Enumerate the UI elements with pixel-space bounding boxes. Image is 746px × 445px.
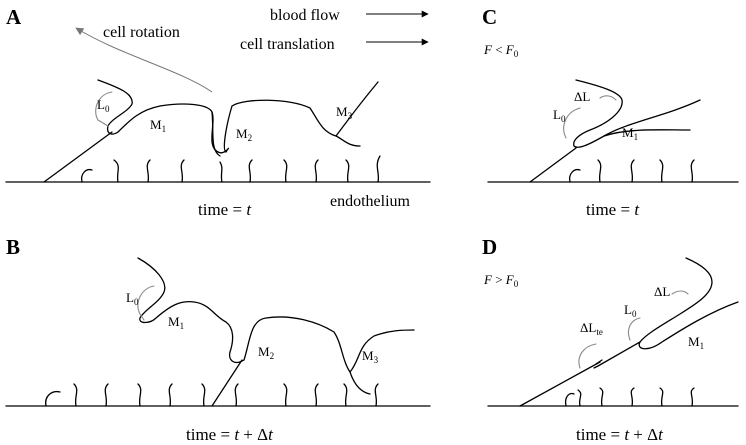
cell-m1-label-a: M1 [150, 117, 166, 134]
caption-a: time = t [198, 200, 252, 219]
condition-d: F > F0 [483, 272, 519, 289]
tether-b [211, 359, 243, 407]
l0-bracket-b [137, 285, 155, 321]
cell-m3-label-a: M3 [336, 104, 353, 121]
dlte-label-d: ΔLte [580, 320, 603, 337]
panel-d: D F > F0 ΔL L0 ΔLte M1 time = t + Δt [482, 235, 739, 444]
cell-m1-label-d: M1 [688, 334, 704, 351]
blood-flow-label: blood flow [270, 7, 340, 24]
cell-tail-m3-b [349, 371, 371, 395]
l0-bracket-d [627, 317, 641, 341]
cell-surface-a [97, 79, 379, 154]
tether-elongation-d [597, 341, 641, 367]
dl-bracket-d [671, 290, 689, 295]
microvilli-a [80, 155, 381, 183]
l0-bracket-c [563, 107, 581, 139]
dl-label-c: ΔL [574, 89, 590, 104]
tether-d [519, 361, 601, 407]
microvilli-b [45, 383, 379, 407]
panel-d-letter: D [482, 235, 497, 259]
panel-b-letter: B [6, 235, 20, 259]
panel-c: C F < F0 ΔL L0 M1 time = t [482, 5, 739, 219]
cell-m2-label-b: M2 [258, 344, 274, 361]
tether-a [43, 131, 113, 183]
dlte-bracket-d [578, 343, 597, 369]
cell-c [529, 79, 701, 183]
cell-d [519, 257, 739, 407]
cell-surface-c [573, 79, 701, 148]
cell-translation-label: cell translation [240, 36, 335, 53]
panel-a: A cell rotation blood flow cell translat… [5, 5, 431, 219]
cell-body-c [603, 129, 691, 137]
condition-c: F < F0 [483, 42, 519, 59]
cell-m2-label-a: M2 [236, 126, 252, 143]
l0-label-d: L0 [624, 302, 637, 319]
rotation-arrow [75, 27, 213, 93]
caption-c: time = t [586, 200, 640, 219]
endothelium-label: endothelium [330, 193, 411, 210]
l0-label-a: L0 [97, 97, 110, 114]
dl-bracket-c [599, 95, 617, 101]
panel-a-letter: A [6, 5, 22, 29]
l0-label-c: L0 [553, 107, 566, 124]
cell-surface-d [638, 257, 739, 350]
caption-d: time = t + Δt [576, 425, 664, 444]
microvilli-c [568, 159, 695, 183]
caption-b: time = t + Δt [186, 425, 274, 444]
panel-c-letter: C [482, 5, 497, 29]
panel-b: B L0 M1 M2 M3 time = t + Δt [5, 235, 431, 444]
l0-bracket-a [95, 91, 113, 127]
dl-label-d: ΔL [654, 284, 670, 299]
cell-m1-label-c: M1 [622, 125, 638, 142]
tether-c [529, 147, 577, 183]
cells-b [137, 257, 415, 407]
l0-label-b: L0 [126, 290, 139, 307]
cell-m3-label-b: M3 [362, 348, 379, 365]
microvilli-d [564, 387, 695, 407]
cell-junction-m1-m2-a [211, 111, 221, 157]
cell-rotation-label: cell rotation [103, 24, 180, 41]
cell-tail-m3-a [335, 135, 361, 147]
cell-m1-label-b: M1 [168, 314, 184, 331]
cells-a [43, 79, 379, 183]
